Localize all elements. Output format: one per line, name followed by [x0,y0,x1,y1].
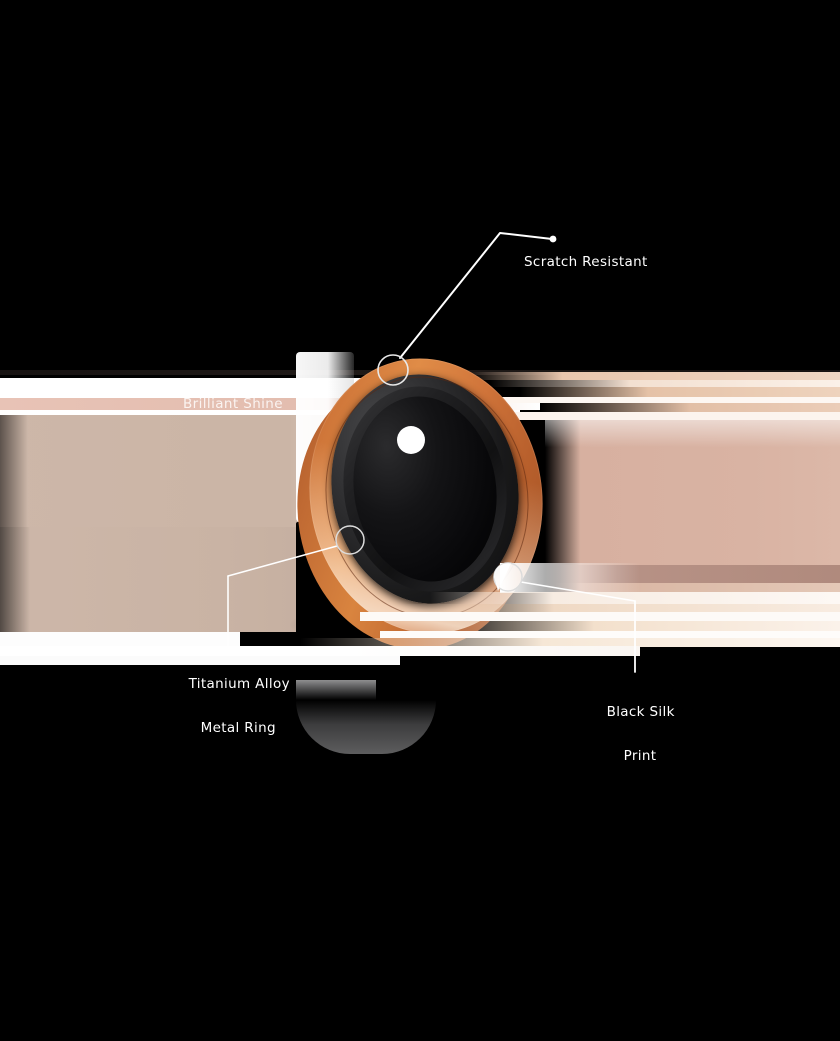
artifact-band-right-8 [545,420,840,615]
leader-end-dot-scratch-resistant [549,235,557,243]
label-black-silk-print: Black Silk Print [588,679,675,789]
label-silk-line2: Print [623,748,657,764]
artifact-band-right-9 [560,565,840,583]
artifact-band-right-4 [500,397,840,403]
label-titanium-line1: Titanium Alloy [188,676,290,692]
artifact-band-right-10 [555,583,840,592]
artifact-band-right-5 [540,403,840,412]
artifact-band-left-4 [0,415,310,527]
artifact-band-right-3 [520,387,840,397]
lens-reflection-bottom [296,700,436,754]
artifact-band-left-7 [0,527,300,632]
specular-highlight-dot [397,426,425,454]
label-titanium-line2: Metal Ring [200,720,276,736]
artifact-band-right-7 [545,420,840,615]
label-scratch-resistant: Scratch Resistant [524,254,648,270]
lens-reflection-top [296,680,376,700]
artifact-band-left-5 [0,415,310,527]
artifact-band-left-6 [0,527,300,632]
lens-ring-assembly [277,341,563,754]
label-silk-line1: Black Silk [606,704,675,720]
label-titanium-alloy-metal-ring: Titanium Alloy Metal Ring [170,651,290,761]
artifact-band-left-9 [0,632,240,646]
